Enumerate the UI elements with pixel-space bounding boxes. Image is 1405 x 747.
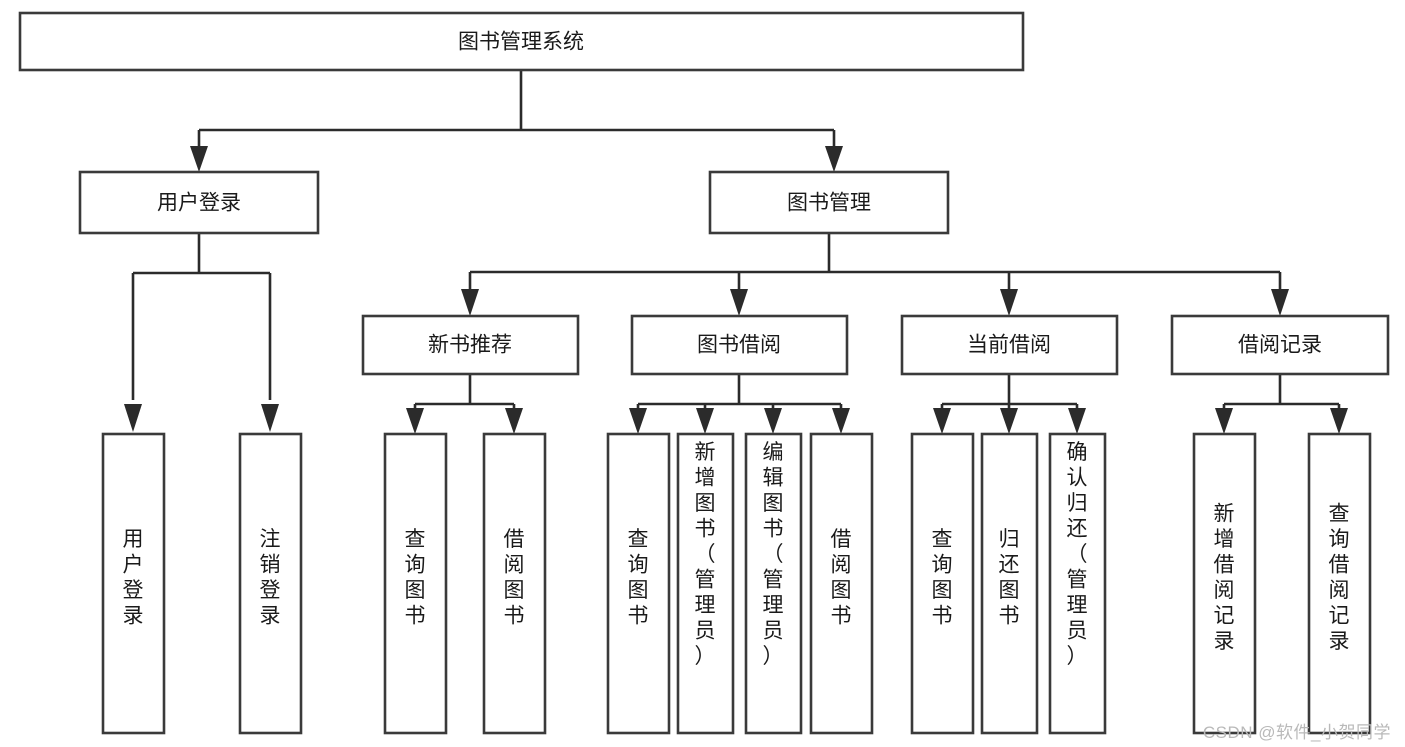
node-user-login-label: 用户登录	[157, 192, 241, 215]
arrow-to-leaf-add-record	[1215, 408, 1233, 434]
arrow-to-book-manage	[825, 146, 843, 172]
arrow-to-new-book-recommend	[461, 289, 479, 316]
node-new-book-recommend-box[interactable]	[361, 314, 580, 376]
arrow-to-leaf-query-book-3	[933, 408, 951, 434]
leaf-edit-book-box[interactable]	[744, 432, 803, 735]
leaf-user-login-box[interactable]	[101, 432, 166, 735]
node-user-login-box[interactable]	[78, 170, 320, 235]
node-borrow-record-label: 借阅记录	[1238, 334, 1322, 357]
leaf-borrow-book-2[interactable]: 借阅图书	[809, 432, 874, 735]
arrow-to-leaf-query-record	[1330, 408, 1348, 434]
node-root[interactable]: 图书管理系统	[18, 11, 1025, 72]
node-root-box[interactable]	[18, 11, 1025, 72]
leaf-query-record-label: 查询借阅记录	[1329, 502, 1350, 653]
leaf-edit-book-label: 编辑图书（管理员）	[763, 441, 784, 668]
leaf-borrow-book-1-box[interactable]	[482, 432, 547, 735]
connector-book-borrow-bus	[636, 374, 843, 414]
node-new-book-recommend[interactable]: 新书推荐	[361, 314, 580, 376]
leaf-edit-book[interactable]: 编辑图书（管理员）	[744, 432, 803, 735]
arrow-to-leaf-borrow-book-2	[832, 408, 850, 434]
leaf-borrow-book-2-box[interactable]	[809, 432, 874, 735]
leaf-query-book-1[interactable]: 查询图书	[383, 432, 448, 735]
node-book-manage-box[interactable]	[708, 170, 950, 235]
leaf-logout-login-label: 注销登录	[260, 528, 281, 628]
arrow-to-current-borrow	[1000, 289, 1018, 316]
node-user-login[interactable]: 用户登录	[78, 170, 320, 235]
connector-layer	[124, 70, 1348, 434]
arrow-to-book-borrow	[730, 289, 748, 316]
node-book-manage[interactable]: 图书管理	[708, 170, 950, 235]
leaf-add-record[interactable]: 新增借阅记录	[1192, 432, 1257, 735]
leaf-query-book-3-label: 查询图书	[932, 528, 953, 628]
leaf-query-book-3[interactable]: 查询图书	[910, 432, 975, 735]
arrow-to-borrow-record	[1271, 289, 1289, 316]
leaf-return-book[interactable]: 归还图书	[980, 432, 1039, 735]
connector-borrow-record-bus	[1222, 374, 1341, 414]
arrow-to-leaf-return-book	[1000, 408, 1018, 434]
arrow-to-leaf-borrow-book-1	[505, 408, 523, 434]
leaf-confirm-return-box[interactable]	[1048, 432, 1107, 735]
leaf-query-record[interactable]: 查询借阅记录	[1307, 432, 1372, 735]
leaf-confirm-return[interactable]: 确认归还（管理员）	[1048, 432, 1107, 735]
leaf-query-book-1-label: 查询图书	[405, 528, 426, 628]
connector-book-manage-bus	[468, 233, 1282, 292]
arrow-to-user-login	[190, 146, 208, 172]
arrow-to-leaf-user-login	[124, 404, 142, 432]
leaf-borrow-book-1[interactable]: 借阅图书	[482, 432, 547, 735]
leaf-user-login-label: 用户登录	[123, 528, 144, 628]
leaf-user-login[interactable]: 用户登录	[101, 432, 166, 735]
leaf-add-record-box[interactable]	[1192, 432, 1257, 735]
leaf-add-book-box[interactable]	[676, 432, 735, 735]
leaf-query-book-1-box[interactable]	[383, 432, 448, 735]
arrow-to-leaf-query-book-2	[629, 408, 647, 434]
node-current-borrow-box[interactable]	[900, 314, 1119, 376]
connector-root-bus	[197, 70, 836, 155]
leaf-query-book-2[interactable]: 查询图书	[606, 432, 671, 735]
leaf-return-book-label: 归还图书	[999, 528, 1020, 628]
node-current-borrow-label: 当前借阅	[967, 334, 1051, 357]
leaf-add-book[interactable]: 新增图书（管理员）	[676, 432, 735, 735]
watermark-credit: CSDN @软件_小贺同学	[1202, 723, 1391, 742]
node-root-label: 图书管理系统	[458, 31, 584, 54]
leaf-logout-login[interactable]: 注销登录	[238, 432, 303, 735]
arrow-to-leaf-logout-login	[261, 404, 279, 432]
leaf-query-book-2-label: 查询图书	[628, 528, 649, 628]
leaf-return-book-box[interactable]	[980, 432, 1039, 735]
arrow-to-leaf-add-book	[696, 408, 714, 434]
node-book-manage-label: 图书管理	[787, 192, 871, 215]
leaf-confirm-return-label: 确认归还（管理员）	[1067, 441, 1088, 668]
node-borrow-record[interactable]: 借阅记录	[1170, 314, 1390, 376]
leaf-borrow-book-2-label: 借阅图书	[831, 528, 852, 628]
connector-new-book-bus	[413, 374, 516, 414]
arrow-to-leaf-edit-book	[764, 408, 782, 434]
arrow-to-leaf-confirm-return	[1068, 408, 1086, 434]
arrow-to-leaf-query-book-1	[406, 408, 424, 434]
node-new-book-recommend-label: 新书推荐	[428, 334, 512, 357]
node-current-borrow[interactable]: 当前借阅	[900, 314, 1119, 376]
connector-user-login-bus	[131, 233, 272, 400]
node-book-borrow[interactable]: 图书借阅	[630, 314, 849, 376]
node-book-borrow-box[interactable]	[630, 314, 849, 376]
leaf-query-record-box[interactable]	[1307, 432, 1372, 735]
node-book-borrow-label: 图书借阅	[697, 334, 781, 357]
leaf-add-book-label: 新增图书（管理员）	[695, 441, 716, 668]
leaf-borrow-book-1-label: 借阅图书	[504, 528, 525, 628]
leaf-query-book-2-box[interactable]	[606, 432, 671, 735]
leaf-query-book-3-box[interactable]	[910, 432, 975, 735]
node-borrow-record-box[interactable]	[1170, 314, 1390, 376]
leaf-logout-login-box[interactable]	[238, 432, 303, 735]
leaf-add-record-label: 新增借阅记录	[1214, 502, 1235, 653]
